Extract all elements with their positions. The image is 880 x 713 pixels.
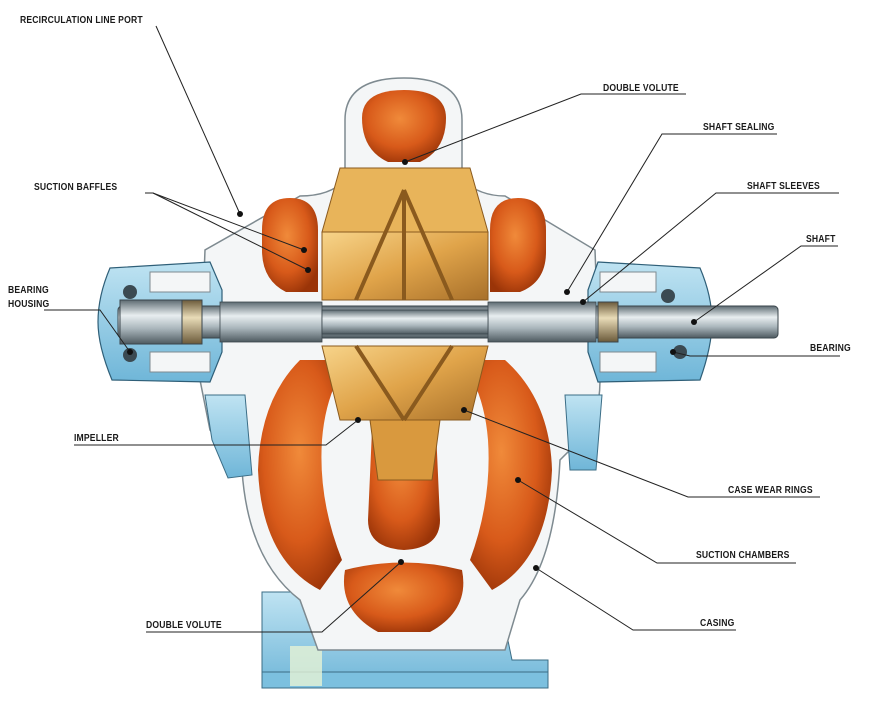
label-shaft: SHAFT bbox=[806, 234, 836, 245]
impeller bbox=[321, 167, 489, 481]
volute-chambers bbox=[258, 90, 552, 632]
label-bearing: BEARING bbox=[810, 343, 851, 354]
label-bearing-housing-line2: HOUSING bbox=[8, 299, 50, 310]
label-bearing-housing-line1: BEARING bbox=[8, 285, 49, 296]
label-impeller: IMPELLER bbox=[74, 433, 119, 444]
label-double-volute-top: DOUBLE VOLUTE bbox=[603, 83, 679, 94]
label-recirculation-line-port: RECIRCULATION LINE PORT bbox=[20, 15, 143, 26]
label-shaft-sleeves: SHAFT SLEEVES bbox=[747, 181, 820, 192]
leader-arrowheads bbox=[127, 159, 697, 571]
label-shaft-sealing: SHAFT SEALING bbox=[703, 122, 775, 133]
label-case-wear-rings: CASE WEAR RINGS bbox=[728, 485, 813, 496]
label-suction-chambers: SUCTION CHAMBERS bbox=[696, 550, 790, 561]
label-double-volute-bottom: DOUBLE VOLUTE bbox=[146, 620, 222, 631]
leader-lines bbox=[44, 25, 840, 633]
label-casing: CASING bbox=[700, 618, 735, 629]
shaft-assembly bbox=[117, 299, 779, 345]
label-suction-baffles: SUCTION BAFFLES bbox=[34, 182, 118, 193]
